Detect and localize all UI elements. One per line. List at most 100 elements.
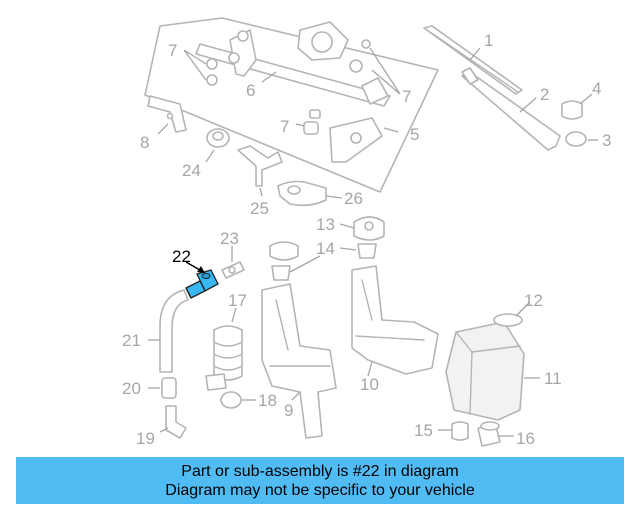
label-6[interactable]: 6 [246, 81, 255, 100]
label-14[interactable]: 14 [316, 239, 335, 258]
part-22-washer-nozzle[interactable] [185, 261, 219, 299]
cap-13-left [269, 241, 299, 261]
hose-21 [159, 289, 189, 373]
pivot-right [361, 77, 389, 105]
reservoir-neck-9[interactable] [261, 283, 337, 439]
leader-14 [339, 247, 357, 251]
wiper-blade-arm[interactable] [423, 25, 587, 151]
label-7b[interactable]: 7 [402, 87, 411, 106]
leader-19 [159, 427, 169, 433]
label-7c[interactable]: 7 [280, 117, 289, 136]
part-23-fitting[interactable] [221, 261, 245, 279]
nozzle-22-cap [201, 273, 211, 279]
leader-10 [367, 361, 373, 377]
pivot-cap [561, 100, 583, 120]
pivot-left-cap [237, 30, 249, 42]
bracket-8-hole [166, 112, 174, 120]
label-18[interactable]: 18 [258, 391, 277, 410]
washer-hose-parts[interactable] [159, 289, 189, 439]
banner-disclaimer-line: Diagram may not be specific to your vehi… [165, 481, 475, 499]
label-20[interactable]: 20 [122, 379, 141, 398]
part-22-arrowhead [197, 266, 205, 273]
grommet-f [303, 121, 319, 135]
leader-7a [183, 49, 207, 81]
nozzle-22-tip [185, 287, 192, 299]
pivot-nut-cover [565, 131, 587, 147]
leader-26 [325, 195, 343, 199]
label-13[interactable]: 13 [316, 215, 335, 234]
label-16[interactable]: 16 [516, 429, 535, 448]
nozzle-26 [277, 180, 327, 207]
label-7a[interactable]: 7 [168, 41, 177, 60]
grommet-g [309, 109, 321, 119]
leader-8 [157, 123, 169, 135]
label-1[interactable]: 1 [484, 31, 493, 50]
leader-lines [148, 47, 598, 437]
leader-13 [339, 223, 355, 229]
pump-17 [213, 325, 243, 381]
label-21[interactable]: 21 [122, 331, 141, 350]
grommet-b [206, 74, 218, 86]
leader-14-left [289, 255, 321, 273]
label-22[interactable]: 22 [172, 247, 191, 266]
exploded-parts-diagram: 1 2 3 4 5 6 7 7 7 8 9 10 11 12 13 14 15 … [122, 17, 611, 448]
grommet-d [349, 59, 363, 73]
leader-7c [295, 123, 305, 127]
pump-17-outlet [205, 373, 227, 391]
label-5[interactable]: 5 [410, 125, 419, 144]
leader-5 [383, 127, 399, 133]
grommet-a [206, 58, 218, 70]
label-9[interactable]: 9 [284, 401, 293, 420]
wiper-motor-gear [311, 31, 333, 53]
label-3[interactable]: 3 [602, 131, 611, 150]
leader-9 [291, 391, 301, 401]
filler-neck-9 [261, 283, 337, 439]
small-parts-lower[interactable] [451, 421, 501, 447]
small-parts-mid[interactable] [269, 216, 385, 281]
filler-neck-10 [351, 265, 439, 375]
label-25[interactable]: 25 [250, 199, 269, 218]
connector-20 [161, 377, 177, 399]
fitting-23-hole [228, 266, 236, 274]
mount-bracket-hole [350, 132, 362, 144]
label-17[interactable]: 17 [228, 291, 247, 310]
elbow-19 [165, 405, 187, 439]
leader-25 [259, 187, 263, 197]
washer-pump-parts[interactable] [205, 325, 243, 409]
reservoir-neck-10[interactable] [351, 265, 439, 375]
label-24[interactable]: 24 [182, 161, 201, 180]
leader-17 [231, 307, 237, 323]
washer-reservoir-11[interactable] [445, 313, 525, 421]
cap-13-hole [364, 221, 374, 231]
label-2[interactable]: 2 [540, 85, 549, 104]
grommet-18 [220, 391, 242, 409]
leader-4 [579, 93, 593, 105]
wiper-arm-tip [461, 67, 479, 85]
reservoir-tank [445, 321, 525, 421]
label-11[interactable]: 11 [544, 369, 562, 388]
label-15[interactable]: 15 [414, 421, 433, 440]
wiper-blade [423, 25, 523, 95]
grommet-c [228, 52, 240, 64]
seal-12 [493, 313, 523, 327]
label-19[interactable]: 19 [136, 429, 155, 448]
label-26[interactable]: 26 [344, 189, 363, 208]
pump-16-top [480, 421, 500, 431]
label-8[interactable]: 8 [140, 133, 149, 152]
leader-24 [205, 149, 215, 163]
small-parts-upper[interactable] [147, 95, 327, 207]
label-12[interactable]: 12 [524, 291, 543, 310]
leader-7b [369, 47, 401, 95]
wiper-linkage-assembly[interactable] [144, 17, 439, 193]
leader-2 [519, 97, 537, 113]
label-23[interactable]: 23 [220, 229, 239, 248]
connector-25 [237, 145, 283, 187]
leader-1 [469, 47, 481, 61]
filler-neck-9-detail [269, 299, 331, 367]
banner-part-line: Part or sub-assembly is #22 in diagram [181, 462, 459, 480]
label-10[interactable]: 10 [360, 375, 379, 394]
label-4[interactable]: 4 [592, 79, 601, 98]
grommet-24-inner [212, 131, 224, 141]
nozzle-26-cap [287, 185, 301, 195]
